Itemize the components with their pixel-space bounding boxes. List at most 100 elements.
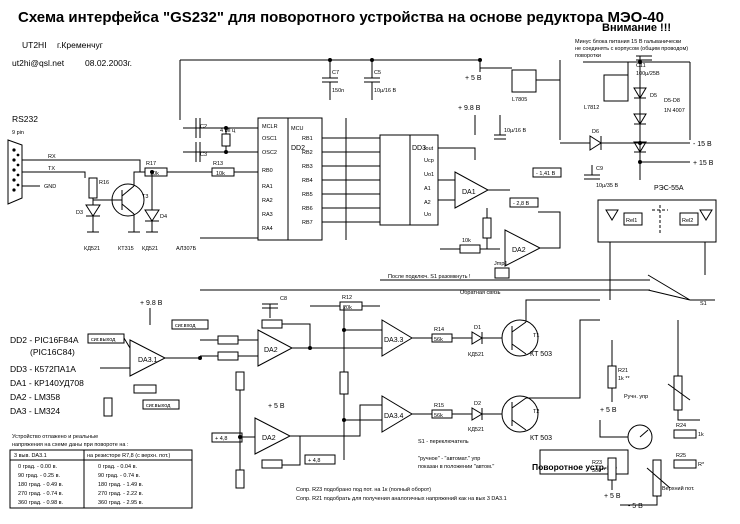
rs232-label: RS232	[12, 114, 38, 124]
diode-d3	[85, 204, 101, 217]
resistor-r3	[482, 217, 492, 239]
gnd-t3	[128, 214, 140, 233]
calibration-cell: 360 град. - 0.98 в.	[18, 500, 64, 506]
top-pot-label: Верхний пот.	[662, 485, 695, 492]
calibration-cell: 0 град. - 0.04 в.	[98, 464, 137, 470]
rs232-pin-label: 9 pin	[12, 130, 24, 136]
resistor-r20	[459, 244, 481, 254]
calibration-table	[9, 449, 193, 509]
opamp-da2-bottom	[254, 417, 292, 455]
dd3-label: DD3	[412, 145, 426, 152]
calibration-cell: 270 град. - 0.74 в.	[18, 491, 64, 497]
d4-type: КД521	[142, 246, 158, 252]
wire-da33-34	[300, 306, 382, 460]
t2-type: КТ 503	[530, 435, 552, 442]
relay-diode-right	[699, 209, 713, 221]
calibration-header-2: на резисторе R7,8 (с верхн. пот.)	[87, 453, 170, 459]
resistor-r2	[217, 335, 239, 345]
relay-diode-left	[605, 209, 619, 221]
resistor-r6	[217, 351, 239, 361]
r16-label: R16	[99, 180, 109, 186]
wire-rx	[22, 159, 141, 172]
r20-value: 10k	[462, 238, 471, 244]
diode-d1	[471, 331, 483, 345]
svg-text:Ucp: Ucp	[424, 158, 434, 164]
c9-value: 10µ/35 В	[596, 183, 618, 189]
l7812-label: L7812	[584, 105, 599, 111]
resistor-r25	[673, 459, 697, 469]
resistor-r21	[607, 365, 617, 389]
transistor-t1	[501, 319, 539, 357]
svg-text:RB2: RB2	[302, 150, 313, 156]
opamp-da31	[129, 339, 167, 377]
relay-contacts	[652, 205, 668, 235]
crystal-label: 4 МГц	[220, 128, 236, 134]
warning-note-3: поворотки	[575, 53, 601, 59]
svg-text:RB4: RB4	[302, 178, 313, 184]
note-1: Сопр. R23 подобрано под пот. на 1к (полн…	[296, 486, 431, 493]
mcu-label: MCU	[291, 126, 304, 132]
svg-text:RB6: RB6	[302, 206, 313, 212]
dac-left-pins	[379, 134, 411, 226]
calibration-cell: 360 град. - 2.95 в.	[98, 500, 144, 506]
wire-d6	[560, 136, 690, 150]
rs232-pins	[12, 148, 20, 192]
regulator-l7805	[511, 69, 537, 93]
wire-power	[559, 60, 691, 140]
d5d8-type: 1N 4007	[664, 108, 685, 114]
r15-label: R15	[434, 403, 444, 409]
legend-3: DD3 - К572ПА1А	[10, 364, 76, 374]
calibration-cell: 270 град. - 2.22 в.	[98, 491, 144, 497]
plus9-label: + 9.8 В	[458, 105, 481, 112]
wire-da1	[438, 179, 510, 201]
pot-top	[652, 459, 662, 497]
d4-label: D4	[160, 214, 167, 220]
svg-text:Uo: Uo	[424, 212, 431, 218]
regulator-l7812	[603, 74, 629, 102]
relay-coil-rel2	[679, 212, 699, 226]
r14-label: R14	[434, 327, 444, 333]
r15-value: 56k	[434, 413, 443, 419]
svg-text:RB7: RB7	[302, 220, 313, 226]
wire-da2-bottom	[239, 390, 301, 470]
calibration-caption-1: Устройство отлажено и реальные	[12, 433, 98, 440]
pot-top-arrow	[646, 467, 671, 489]
c11-value: 100µ/25В	[636, 71, 660, 77]
d5-label: D5	[650, 93, 657, 99]
calibration-cell: 180 град. - 0.49 в.	[18, 482, 64, 488]
junction-dots	[150, 58, 642, 439]
d6-label: D6	[592, 129, 599, 135]
volt-1-41	[532, 167, 562, 178]
v48b-label: + 4,8	[308, 458, 320, 464]
d3-type: КД521	[84, 246, 100, 252]
resistor-r4	[103, 397, 113, 417]
crystal	[221, 133, 231, 147]
resistor-r24	[673, 429, 697, 439]
calibration-cell: 180 град. - 1.49 в.	[98, 482, 144, 488]
da33-label: DA3.3	[384, 337, 404, 344]
mcu-bus	[322, 137, 380, 223]
t1-type: КТ 503	[530, 351, 552, 358]
wire-collectors	[525, 299, 600, 399]
v141-label: - 1,41 В	[536, 171, 556, 177]
uc-output-box	[171, 319, 209, 330]
diode-bridge	[633, 62, 647, 180]
author-call: UT2HI	[22, 40, 47, 50]
wire-da2-mid	[200, 323, 311, 357]
svg-text:Uo1: Uo1	[424, 172, 434, 178]
uc-input-box-2	[142, 399, 180, 410]
jmp1-label: Jmp1	[494, 261, 507, 267]
s1-label: S1	[700, 301, 707, 307]
t1-leads	[511, 321, 527, 355]
d3-label: D3	[76, 210, 83, 216]
jumper-jmp1	[494, 267, 510, 279]
wire-crystal	[200, 127, 260, 153]
opamp-da1	[454, 171, 490, 209]
wire-da31	[100, 337, 200, 369]
wire-relay	[609, 242, 706, 300]
wire-caps	[183, 127, 200, 153]
s1-line2: показан в положении "автом."	[418, 464, 494, 470]
svg-text:RB5: RB5	[302, 192, 313, 198]
uc-in-label: сиг.выход	[91, 337, 116, 343]
